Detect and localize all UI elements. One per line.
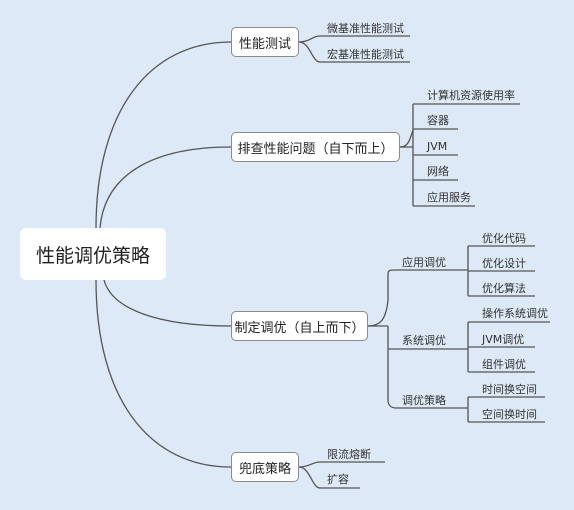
group-tuning-strategy[interactable]: 调优策略: [402, 394, 446, 407]
leaf-micro-benchmark[interactable]: 微基准性能测试: [327, 22, 404, 35]
connector-root-b1: [95, 41, 232, 229]
group-system-tuning[interactable]: 系统调优: [402, 334, 446, 347]
leaf-app-service[interactable]: 应用服务: [427, 191, 471, 204]
leaf-component-tuning[interactable]: 组件调优: [482, 358, 526, 371]
branch-fallback[interactable]: 兜底策略: [231, 452, 299, 482]
leaf-jvm[interactable]: JVM: [427, 140, 448, 153]
group-app-tuning[interactable]: 应用调优: [402, 256, 446, 269]
leaf-space-for-time[interactable]: 空间换时间: [482, 408, 537, 421]
leaf-network[interactable]: 网络: [427, 165, 449, 178]
leaf-resource-usage[interactable]: 计算机资源使用率: [427, 89, 515, 102]
branch-troubleshooting[interactable]: 排查性能问题（自下而上）: [231, 132, 400, 162]
connector-b1-b: [298, 41, 410, 63]
root-node[interactable]: 性能调优策略: [20, 228, 166, 280]
leaf-optimize-code[interactable]: 优化代码: [482, 232, 526, 245]
leaf-scale-out[interactable]: 扩容: [327, 473, 349, 486]
connector-root-b3: [103, 279, 232, 327]
connector-root-b2: [99, 146, 232, 229]
branch-tuning[interactable]: 制定调优（自上而下）: [231, 311, 368, 341]
connector-root-b4: [95, 279, 232, 468]
leaf-optimize-algorithm[interactable]: 优化算法: [482, 282, 526, 295]
connector-b2-vert: [399, 129, 414, 148]
connector-b1-a: [298, 35, 410, 43]
leaf-macro-benchmark[interactable]: 宏基准性能测试: [327, 48, 404, 61]
leaf-time-for-space[interactable]: 时间换空间: [482, 383, 537, 396]
leaf-optimize-design[interactable]: 优化设计: [482, 257, 526, 270]
leaf-container[interactable]: 容器: [427, 114, 449, 127]
leaf-os-tuning[interactable]: 操作系统调优: [482, 307, 548, 320]
branch-performance-testing[interactable]: 性能测试: [231, 27, 299, 57]
leaf-jvm-tuning[interactable]: JVM调优: [482, 333, 525, 346]
leaf-rate-limit-circuit-break[interactable]: 限流熔断: [327, 448, 371, 461]
